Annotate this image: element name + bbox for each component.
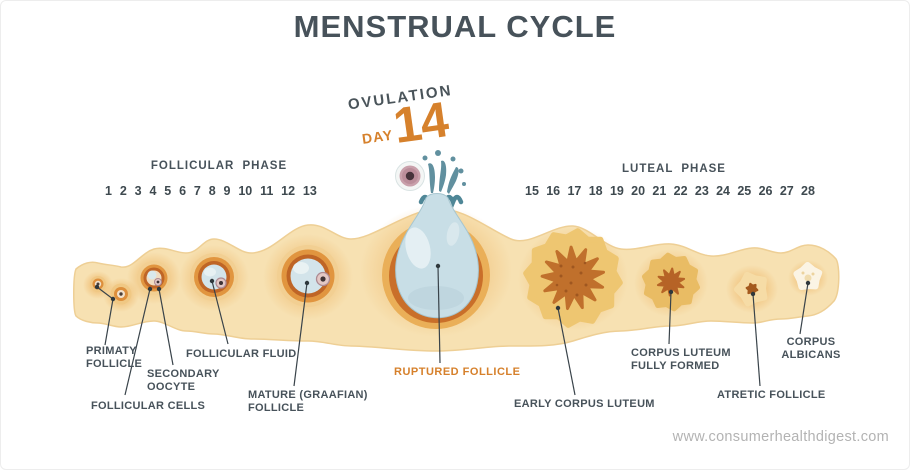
day-number: 21	[652, 184, 667, 198]
label-atretic-follicle: ATRETIC FOLLICLE	[717, 389, 826, 401]
splash-icon	[422, 150, 466, 194]
label-early-corpus-luteum: EARLY CORPUS LUTEUM	[514, 398, 655, 410]
day-number: 5	[164, 184, 172, 198]
label-ruptured-follicle: RUPTURED FOLLICLE	[394, 366, 521, 378]
label-primary-follicle: PRIMATY FOLLICLE	[86, 345, 143, 371]
day-number: 20	[631, 184, 646, 198]
released-oocyte	[395, 161, 425, 191]
follicular-phase-label: FOLLICULAR PHASE	[150, 160, 288, 172]
leader-lines	[94, 263, 811, 396]
day-number: 6	[179, 184, 187, 198]
mature-graafian-follicle	[277, 245, 339, 307]
day-number: 23	[694, 184, 709, 198]
day-number: 27	[779, 184, 794, 198]
day-number: 15	[525, 184, 539, 198]
tertiary-follicle	[190, 253, 238, 301]
ovulation-day-number: 14	[390, 91, 451, 155]
day-number: 9	[223, 184, 231, 198]
ovulation-day-word: DAY	[360, 126, 395, 147]
label-corpus-albicans: CORPUS ALBICANS	[781, 336, 841, 362]
day-number: 12	[281, 184, 296, 198]
day-number: 2	[119, 184, 127, 198]
day-number: 28	[801, 184, 815, 198]
website-watermark: www.consumerhealthdigest.com	[672, 429, 889, 445]
day-number: 24	[716, 184, 731, 198]
day-number: 18	[588, 184, 603, 198]
corpus-luteum-texture	[555, 261, 588, 297]
primary-follicle-small	[90, 276, 106, 292]
label-follicular-cells: FOLLICULAR CELLS	[91, 400, 206, 412]
ruptured-follicle	[382, 150, 490, 329]
primary-follicle-large	[110, 283, 132, 305]
label-mature-follicle: MATURE (GRAAFIAN) FOLLICLE	[248, 389, 368, 415]
day-number: 26	[758, 184, 773, 198]
label-secondary-oocyte: SECONDARY OOCYTE	[147, 368, 220, 394]
page-title: MENSTRUAL CYCLE	[293, 9, 617, 44]
corpus-albicans	[793, 262, 823, 290]
day-number: 22	[673, 184, 688, 198]
day-number: 19	[609, 184, 624, 198]
early-corpus-luteum	[523, 228, 623, 328]
day-number: 13	[302, 184, 317, 198]
day-number: 8	[208, 184, 216, 198]
day-number: 7	[193, 184, 201, 198]
luteal-day-numbers: 15 16 17 18 19 20 21 22 23 24 25 26 27 28	[525, 184, 815, 198]
secondary-follicle	[137, 261, 171, 295]
luteal-phase-label: LUTEAL PHASE	[622, 163, 726, 175]
day-number: 4	[149, 184, 157, 198]
day-number: 11	[260, 184, 274, 198]
day-number: 10	[238, 184, 253, 198]
label-corpus-luteum-fully-formed: CORPUS LUTEUM FULLY FORMED	[631, 347, 731, 373]
day-number: 17	[567, 184, 582, 198]
day-number: 3	[134, 184, 142, 198]
day-number: 16	[546, 184, 561, 198]
day-number: 25	[737, 184, 752, 198]
follicle-sac	[395, 193, 479, 319]
day-number: 1	[105, 184, 112, 198]
label-follicular-fluid: FOLLICULAR FLUID	[186, 348, 297, 360]
